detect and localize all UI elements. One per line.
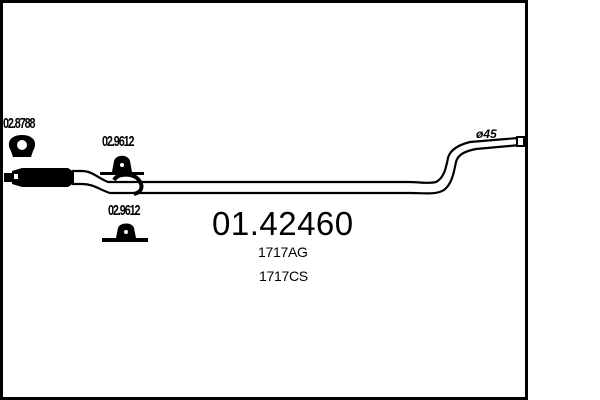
rubber-mount-lower-icon [102,223,148,242]
reference-2: 1717CS [259,268,308,284]
drawing-frame [0,0,528,400]
gasket-code-label: 02.8788 [3,115,36,132]
gasket-ring-icon [8,135,36,157]
pipe-end-cap [516,136,525,147]
hanger-hook-icon [112,172,144,196]
diameter-label: ø45 [476,127,497,141]
pipe-body [72,136,521,195]
mount-lower-code-label: 02.9612 [108,202,141,219]
silencer-icon [4,168,74,187]
mount-upper-code-label: 02.9612 [102,133,135,150]
rubber-mount-upper-icon [100,155,144,175]
reference-1: 1717AG [258,244,308,260]
main-part-number: 01.42460 [212,205,354,242]
